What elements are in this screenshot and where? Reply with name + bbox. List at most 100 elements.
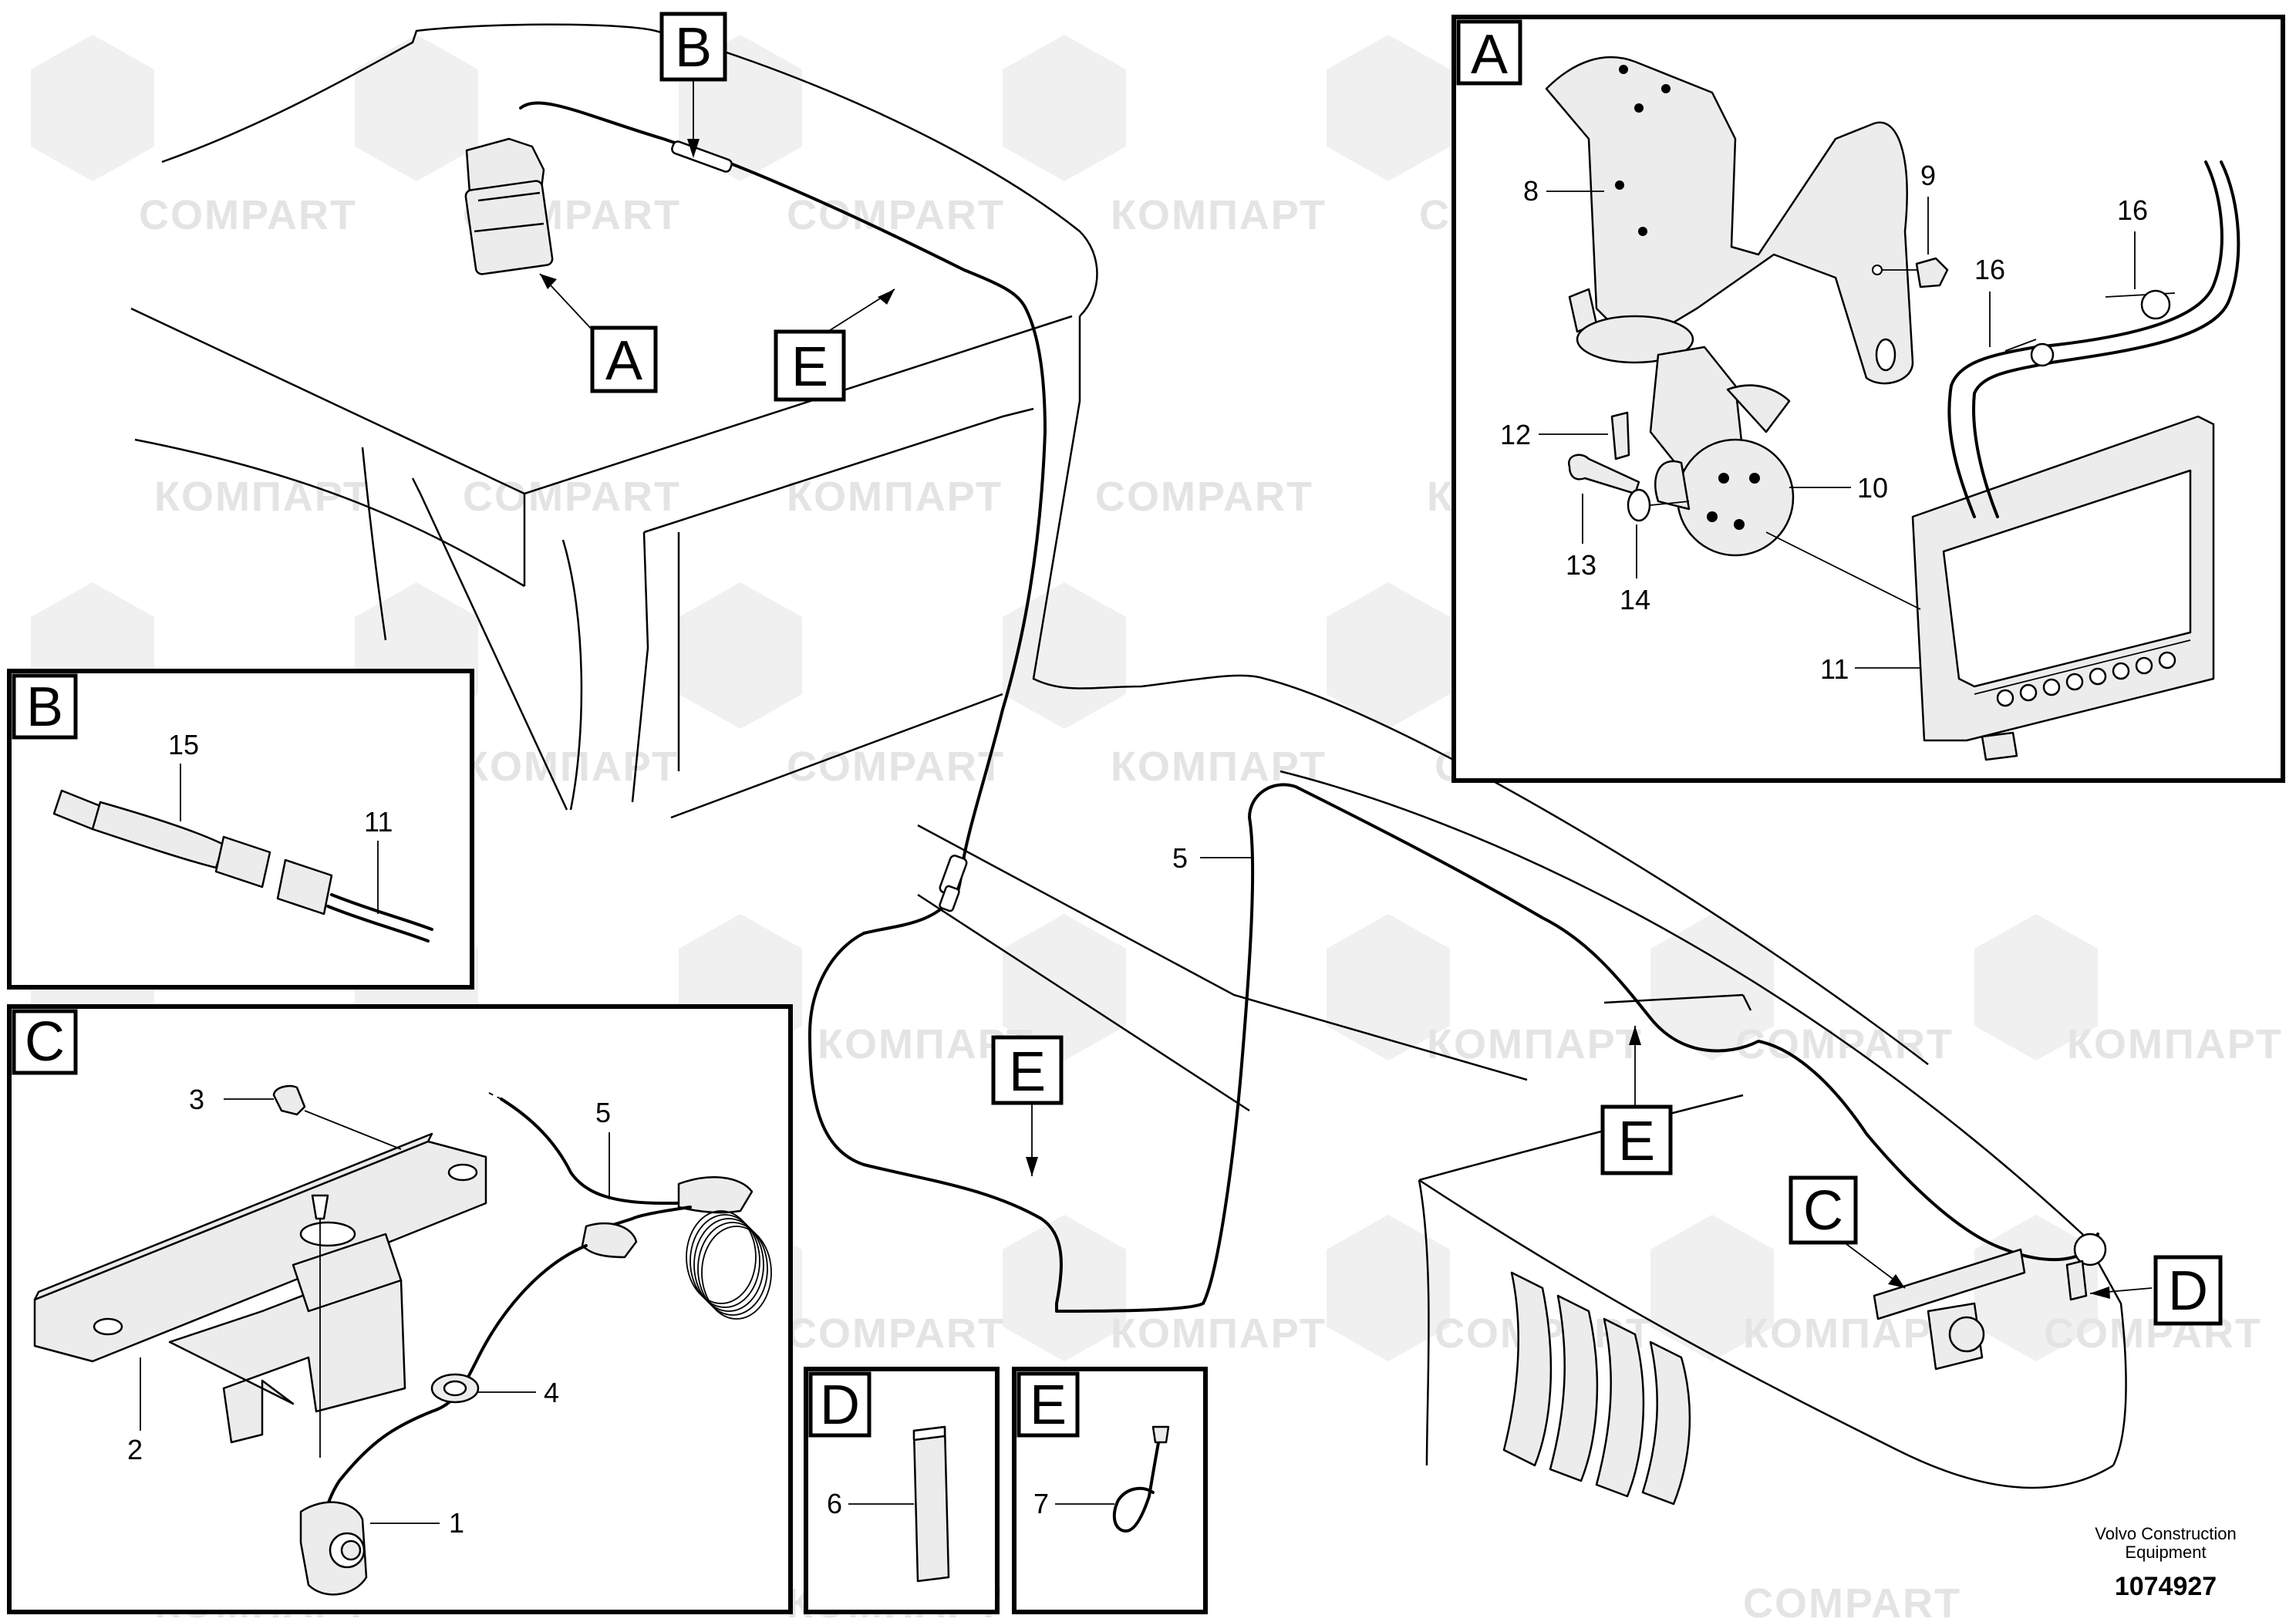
screw-9 — [1915, 257, 1949, 288]
monitor-cable — [1947, 160, 2224, 518]
bolt-12 — [1610, 411, 1630, 460]
item-label-15: 15 — [168, 729, 199, 760]
item-label-9: 9 — [1920, 160, 1936, 191]
cable-connector-5 — [677, 1176, 754, 1214]
item-label-16: 16 — [1974, 254, 2005, 285]
arrow-left-icon — [2090, 1286, 2110, 1299]
item-label-3: 3 — [189, 1084, 204, 1115]
callout-right-d: D — [2089, 1255, 2223, 1326]
item-label-1: 1 — [449, 1507, 464, 1539]
callout-top-e: E — [774, 288, 895, 402]
watermark-word: КОМПАРТ — [787, 474, 1003, 520]
item-label-12: 12 — [1500, 419, 1531, 450]
item-label-11: 11 — [364, 806, 393, 838]
item-label-5: 5 — [595, 1097, 611, 1128]
callout-b-label: B — [675, 17, 712, 79]
washer-14 — [1627, 488, 1651, 522]
cable-tie-16 — [2140, 289, 2171, 320]
item-label-4: 4 — [544, 1377, 559, 1408]
arrow-down-icon — [687, 139, 700, 158]
item-label-11: 11 — [1820, 653, 1849, 685]
item-label-6: 6 — [827, 1488, 842, 1519]
watermark-word: COMPART — [1095, 474, 1313, 520]
panel-b: B 15 11 — [7, 669, 474, 990]
cab-roof-view — [130, 23, 1929, 1466]
arrow-diagonal-icon — [540, 274, 557, 289]
arrow-up-icon — [1629, 1026, 1641, 1045]
lower-cable — [808, 783, 2099, 1313]
monitor-bracket — [1545, 56, 1914, 385]
panel-b-letter: B — [26, 676, 63, 738]
mount-plate — [1676, 438, 1795, 557]
callout-e-label: E — [1009, 1041, 1046, 1103]
cable-tie-7 — [1112, 1429, 1162, 1533]
watermark-word: КОМПАРТ — [1743, 1310, 1959, 1357]
callout-right-c: C — [1789, 1175, 1906, 1289]
watermark-word: КОМПАРТ — [1427, 1021, 1643, 1067]
callout-top-b: B — [659, 12, 727, 158]
watermark-word: КОМПАРТ — [463, 744, 679, 790]
item-label-14: 14 — [1620, 584, 1650, 615]
cable-coil — [686, 1210, 772, 1320]
camera-cable-5 — [500, 1098, 696, 1205]
callout-d-label: D — [2168, 1260, 2208, 1322]
item-label-16: 16 — [2117, 194, 2148, 226]
item-label-7: 7 — [1033, 1488, 1049, 1519]
callout-top-a: A — [539, 273, 658, 393]
hood-vents — [1502, 1271, 1691, 1506]
watermark-word: КОМПАРТ — [154, 474, 370, 520]
arrow-diagonal-icon — [1888, 1274, 1905, 1288]
callout-mid-e: E — [991, 1035, 1064, 1176]
company-name-line2: Equipment — [2125, 1543, 2206, 1562]
camera-cable-4 — [315, 1244, 588, 1536]
panel-c: C 3 — [7, 1004, 793, 1614]
callout-e-label: E — [1618, 1111, 1655, 1172]
watermark-word: COMPART — [1743, 1580, 1961, 1622]
panel-d-letter: D — [820, 1374, 860, 1436]
watermark-word: КОМПАРТ — [2067, 1021, 2283, 1067]
monitor-cable — [1972, 160, 2240, 518]
panel-e: E 7 — [1012, 1367, 1208, 1614]
watermark-word: КОМПАРТ — [1111, 192, 1327, 238]
roof-monitor-assembly — [464, 137, 554, 275]
cable-tie-16 — [2030, 342, 2055, 367]
watermark-word: COMPART — [787, 192, 1005, 238]
monitor-display — [1911, 415, 2215, 761]
item-label-10: 10 — [1857, 472, 1888, 504]
adhesive-pad-6 — [912, 1425, 950, 1583]
watermark-word: COMPART — [139, 192, 357, 238]
item-label-13: 13 — [1566, 549, 1596, 581]
callout-right-e: E — [1600, 1026, 1673, 1175]
watermark-word: КОМПАРТ — [1111, 1310, 1327, 1357]
watermark-word: COMPART — [787, 744, 1005, 790]
panel-c-letter: C — [25, 1011, 65, 1073]
connector-female — [276, 858, 333, 916]
panel-a: A — [1451, 15, 2285, 783]
panel-a-letter: A — [1471, 24, 1508, 86]
item-label-5: 5 — [1172, 842, 1188, 874]
item-label-2: 2 — [127, 1434, 143, 1465]
footer-credit: Volvo Construction Equipment 1074927 — [2095, 1524, 2236, 1601]
arrow-down-icon — [1026, 1157, 1038, 1176]
roof-connector — [671, 140, 733, 173]
watermark-word: COMPART — [2044, 1310, 2262, 1357]
cable-11 — [326, 905, 430, 943]
watermark-word: КОМПАРТ — [1111, 744, 1327, 790]
company-name-line1: Volvo Construction — [2095, 1524, 2236, 1543]
panel-e-letter: E — [1030, 1374, 1067, 1436]
watermark-word: COMPART — [787, 1310, 1005, 1357]
callout-e-label: E — [791, 336, 828, 398]
engine-hood-view — [1279, 770, 2127, 1506]
cable-connector — [939, 855, 968, 912]
bolt-13 — [1567, 454, 1640, 495]
rear-camera-bracket — [1873, 1233, 2107, 1371]
item-label-8: 8 — [1523, 175, 1539, 207]
panel-d: D 6 — [804, 1367, 1000, 1614]
connector-male — [214, 835, 271, 889]
arrow-diagonal-icon — [878, 289, 895, 305]
callout-c-label: C — [1803, 1180, 1843, 1242]
cable-11 — [330, 893, 433, 931]
screw-3 — [272, 1084, 306, 1116]
document-number: 1074927 — [2115, 1572, 2217, 1601]
